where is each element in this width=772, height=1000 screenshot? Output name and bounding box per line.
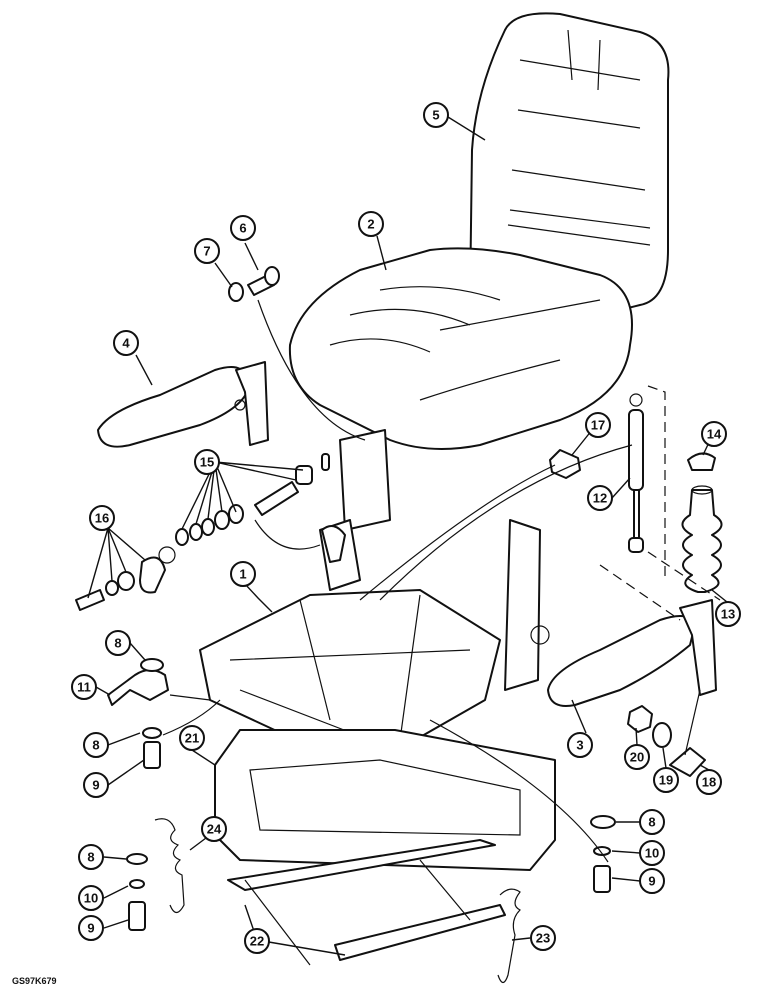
svg-text:9: 9: [648, 874, 655, 889]
right-armrest: [547, 599, 717, 707]
svg-text:21: 21: [185, 731, 199, 746]
svg-text:8: 8: [648, 815, 655, 830]
mounting-hardware: [107, 658, 616, 931]
svg-text:4: 4: [122, 336, 130, 351]
callout-15: 15: [194, 449, 220, 475]
svg-text:8: 8: [92, 738, 99, 753]
callout-16: 16: [89, 505, 115, 531]
assembly-guides: [162, 299, 721, 863]
seat-frame: [199, 429, 550, 766]
svg-text:11: 11: [77, 680, 91, 695]
svg-text:14: 14: [707, 427, 722, 442]
callout-3: 3: [567, 732, 593, 758]
callout-20: 20: [624, 744, 650, 770]
svg-text:7: 7: [203, 244, 210, 259]
svg-text:10: 10: [84, 891, 98, 906]
callout-23: 23: [530, 925, 556, 951]
callout-4: 4: [113, 330, 139, 356]
svg-text:12: 12: [593, 491, 607, 506]
hex-nut: [627, 705, 653, 733]
callout-6: 6: [230, 215, 256, 241]
drawing-code: GS97K679: [12, 976, 57, 986]
svg-text:6: 6: [239, 221, 246, 236]
svg-text:23: 23: [536, 931, 550, 946]
svg-text:15: 15: [200, 455, 214, 470]
callout-10-right: 10: [639, 840, 665, 866]
tension-spring-left: [154, 818, 185, 914]
wing-bolt: [669, 747, 706, 777]
svg-text:2: 2: [367, 217, 374, 232]
callout-14: 14: [701, 421, 727, 447]
callout-24: 24: [201, 816, 227, 842]
lever-fittings: [175, 453, 346, 563]
svg-text:5: 5: [432, 108, 439, 123]
svg-text:17: 17: [591, 418, 605, 433]
callout-19: 19: [653, 767, 679, 793]
svg-text:8: 8: [87, 850, 94, 865]
svg-text:22: 22: [250, 934, 264, 949]
callout-12: 12: [587, 485, 613, 511]
svg-text:18: 18: [702, 775, 716, 790]
tension-spring-right: [497, 888, 522, 984]
svg-text:1: 1: [239, 567, 246, 582]
svg-text:16: 16: [95, 511, 109, 526]
callout-9-left-upper: 9: [83, 772, 109, 798]
svg-text:8: 8: [114, 636, 121, 651]
clip: [687, 452, 716, 471]
svg-text:20: 20: [630, 750, 644, 765]
svg-text:9: 9: [87, 921, 94, 936]
callout-10-left: 10: [78, 885, 104, 911]
svg-text:9: 9: [92, 778, 99, 793]
pivot-washer: [228, 282, 244, 302]
callout-18: 18: [696, 769, 722, 795]
callout-9-right: 9: [639, 868, 665, 894]
seat-cushion: [288, 247, 633, 450]
callout-8-lower: 8: [78, 844, 104, 870]
callout-13: 13: [715, 601, 741, 627]
svg-text:13: 13: [721, 607, 735, 622]
svg-text:10: 10: [645, 846, 659, 861]
callout-8-upper: 8: [105, 630, 131, 656]
base-plate: [214, 729, 556, 871]
callout-8-middle: 8: [83, 732, 109, 758]
callout-5: 5: [423, 102, 449, 128]
bellows: [681, 485, 723, 593]
catch: [549, 449, 581, 479]
bolt-washer-set: [75, 546, 176, 611]
callout-1: 1: [230, 561, 256, 587]
svg-text:19: 19: [659, 773, 673, 788]
callout-8-right: 8: [639, 809, 665, 835]
svg-text:24: 24: [207, 822, 222, 837]
left-armrest: [97, 361, 269, 448]
callout-17: 17: [585, 412, 611, 438]
callout-21: 21: [179, 725, 205, 751]
pivot-pin: [247, 266, 280, 296]
slide-rails: [227, 839, 506, 966]
callout-2: 2: [358, 211, 384, 237]
svg-text:3: 3: [576, 738, 583, 753]
gas-spring: [628, 393, 644, 553]
flat-washer: [652, 722, 672, 748]
callout-11: 11: [71, 674, 97, 700]
callout-7: 7: [194, 238, 220, 264]
callout-9-left-lower: 9: [78, 915, 104, 941]
callout-22: 22: [244, 928, 270, 954]
